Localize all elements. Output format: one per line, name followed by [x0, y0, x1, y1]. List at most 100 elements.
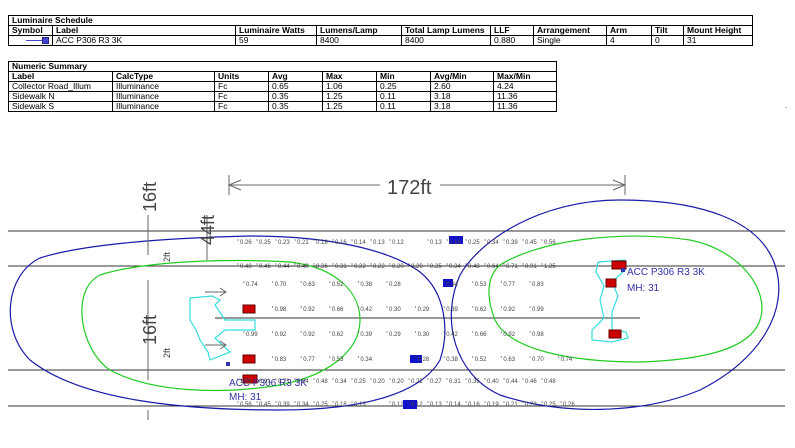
grid-point [484, 378, 486, 380]
grid-point [522, 401, 524, 403]
table-row: Sidewalk S Illuminance Fc 0.35 1.25 0.11… [8, 101, 557, 112]
grid-point [237, 239, 239, 241]
grid-point [386, 306, 388, 308]
illuminance-value: 0.34 [487, 240, 499, 246]
illuminance-value: 0.70 [532, 357, 544, 363]
grid-point [237, 378, 239, 380]
blue-iso-contour [9, 235, 446, 411]
illuminance-value: 0.34 [449, 264, 461, 270]
illuminance-value: 0.22 [354, 264, 366, 270]
luminaire-symbol-icon [8, 35, 53, 46]
illuminance-value: 0.36 [316, 264, 328, 270]
grid-point [351, 401, 353, 403]
blue-iso-contour [450, 199, 780, 411]
grid-point [351, 263, 353, 265]
illuminance-value: 0.25 [316, 402, 328, 408]
grid-point [275, 263, 277, 265]
illuminance-value: 0.26 [563, 402, 575, 408]
illuminance-value: 0.91 [525, 264, 537, 270]
illuminance-value: 0.74 [246, 282, 258, 288]
illuminance-value: 0.27 [430, 379, 442, 385]
illuminance-value: 0.83 [275, 357, 287, 363]
grid-point [560, 401, 562, 403]
illuminance-value: 0.56 [240, 402, 252, 408]
grid-point [243, 331, 245, 333]
illuminance-value: 0.23 [525, 402, 537, 408]
grid-point [503, 378, 505, 380]
illuminance-value: 0.18 [316, 240, 328, 246]
cyan-iso-contour [591, 259, 629, 343]
grid-point [294, 239, 296, 241]
table-row: ACC P306 R3 3K 59 8400 8400 0.880 Single… [8, 35, 754, 46]
illuminance-value: 0.16 [468, 402, 480, 408]
illuminance-value: 0.25 [354, 379, 366, 385]
grid-point [389, 263, 391, 265]
illuminance-value: 0.30 [418, 332, 430, 338]
grid-point [313, 401, 315, 403]
illuminance-value: 0.53 [475, 282, 487, 288]
grid-point [427, 239, 429, 241]
luminaire-schedule-table: Luminaire Schedule Symbol Label Luminair… [7, 15, 754, 46]
numeric-summary-table: Numeric Summary Label CalcType Units Avg… [8, 61, 557, 112]
illuminance-value: 0.22 [411, 379, 423, 385]
grid-point [351, 378, 353, 380]
grid-point [472, 331, 474, 333]
grid-point [529, 281, 531, 283]
grid-point [500, 306, 502, 308]
grid-point [300, 281, 302, 283]
grid-point [256, 401, 258, 403]
illuminance-value: 0.48 [468, 264, 480, 270]
grid-point [415, 331, 417, 333]
grid-point [237, 401, 239, 403]
cyan-iso-contour [189, 295, 256, 361]
illuminance-value: 0.39 [446, 307, 458, 313]
grid-point [529, 356, 531, 358]
illuminance-value: 0.36 [468, 379, 480, 385]
illuminance-value: 1.25 [544, 264, 556, 270]
illuminance-value: 0.66 [475, 332, 487, 338]
illuminance-value: 0.28 [418, 357, 430, 363]
grid-point [446, 378, 448, 380]
grid-point [386, 331, 388, 333]
illuminance-value: 0.48 [316, 379, 328, 385]
grid-point [503, 239, 505, 241]
illuminance-value: 0.91 [259, 379, 271, 385]
illuminance-value: 0.48 [240, 264, 252, 270]
grid-point [427, 263, 429, 265]
illuminance-value: 0.29 [418, 307, 430, 313]
illuminance-value: 0.16 [335, 240, 347, 246]
table-cell: 11.36 [493, 101, 557, 112]
illuminance-value: 0.45 [525, 240, 537, 246]
illuminance-value: 0.34 [360, 357, 372, 363]
grid-point [357, 356, 359, 358]
grid-point [332, 401, 334, 403]
illuminance-value: 0.25 [259, 240, 271, 246]
grid-point [275, 401, 277, 403]
road-lines [8, 230, 785, 407]
grid-point [256, 378, 258, 380]
illuminance-value: 0.52 [332, 282, 344, 288]
grid-point [465, 378, 467, 380]
grid-point [500, 281, 502, 283]
illuminance-value: 0.34 [297, 402, 309, 408]
illuminance-value: 0.34 [446, 282, 458, 288]
grid-point [484, 401, 486, 403]
illuminance-value: 0.39 [506, 240, 518, 246]
grid-point [357, 331, 359, 333]
illuminance-value: 0.31 [449, 379, 461, 385]
illuminance-value: 0.77 [303, 357, 315, 363]
fixture-markers [226, 236, 627, 409]
grid-point [389, 401, 391, 403]
grid-point [522, 263, 524, 265]
illuminance-value: 0.63 [303, 282, 315, 288]
illuminance-value: 0.83 [532, 282, 544, 288]
illuminance-value: 1.25 [240, 379, 252, 385]
illuminance-value: 0.30 [389, 307, 401, 313]
stray-dot: . [785, 101, 787, 110]
grid-point [408, 401, 410, 403]
grid-point [529, 331, 531, 333]
illuminance-value: 0.12 [392, 240, 404, 246]
grid-point [370, 378, 372, 380]
grid-point [272, 331, 274, 333]
dimension-172ft [227, 175, 627, 195]
